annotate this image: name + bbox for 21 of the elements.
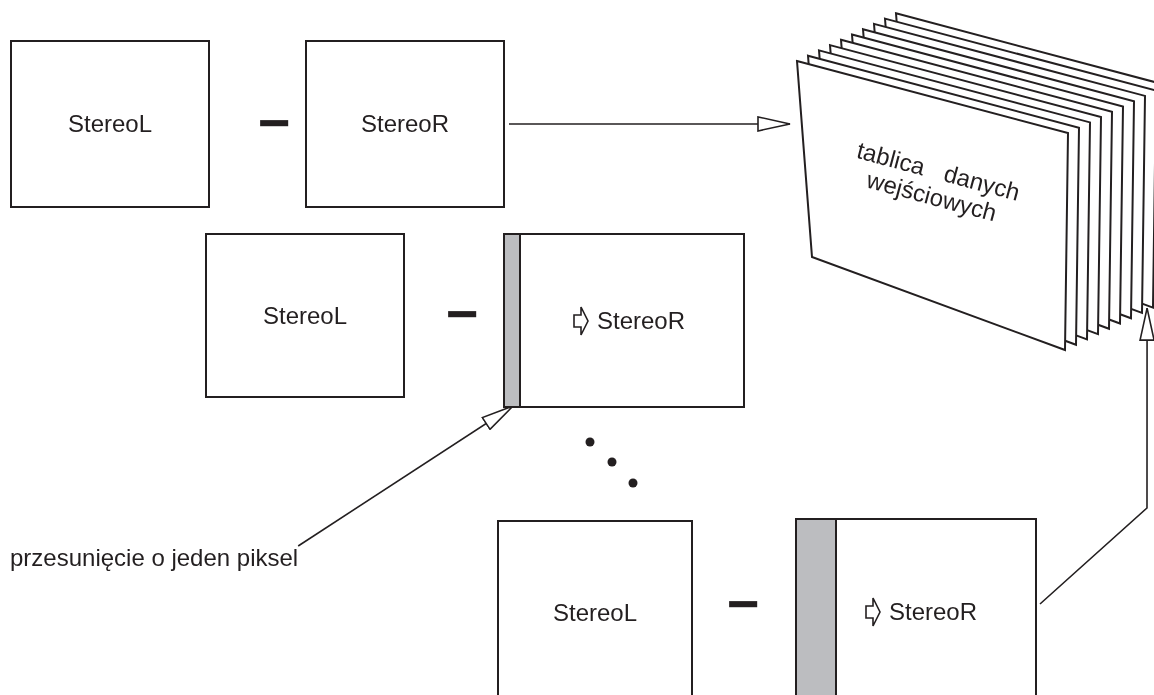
image-frame <box>10 40 210 208</box>
image-frame <box>205 233 405 398</box>
node-label: StereoL <box>67 110 153 138</box>
node-label: StereoR <box>889 597 978 626</box>
image-frame <box>795 518 1037 695</box>
minus-sign: − <box>258 95 291 151</box>
shift-strip <box>797 520 837 695</box>
node-label: StereoR <box>360 110 449 138</box>
arrow <box>1039 307 1154 605</box>
node-label: StereoL <box>262 301 348 330</box>
annotation-text: przesunięcie o jeden piksel <box>10 544 299 571</box>
image-frame <box>497 520 693 695</box>
node-label: StereoR <box>597 306 686 335</box>
image-frame <box>503 233 745 408</box>
image-frame <box>305 40 505 208</box>
minus-sign: − <box>446 286 479 342</box>
node-label: StereoL <box>552 598 638 627</box>
leader-line <box>297 405 514 547</box>
minus-sign: − <box>727 576 760 632</box>
arrow <box>508 116 791 132</box>
shift-strip <box>505 235 521 406</box>
